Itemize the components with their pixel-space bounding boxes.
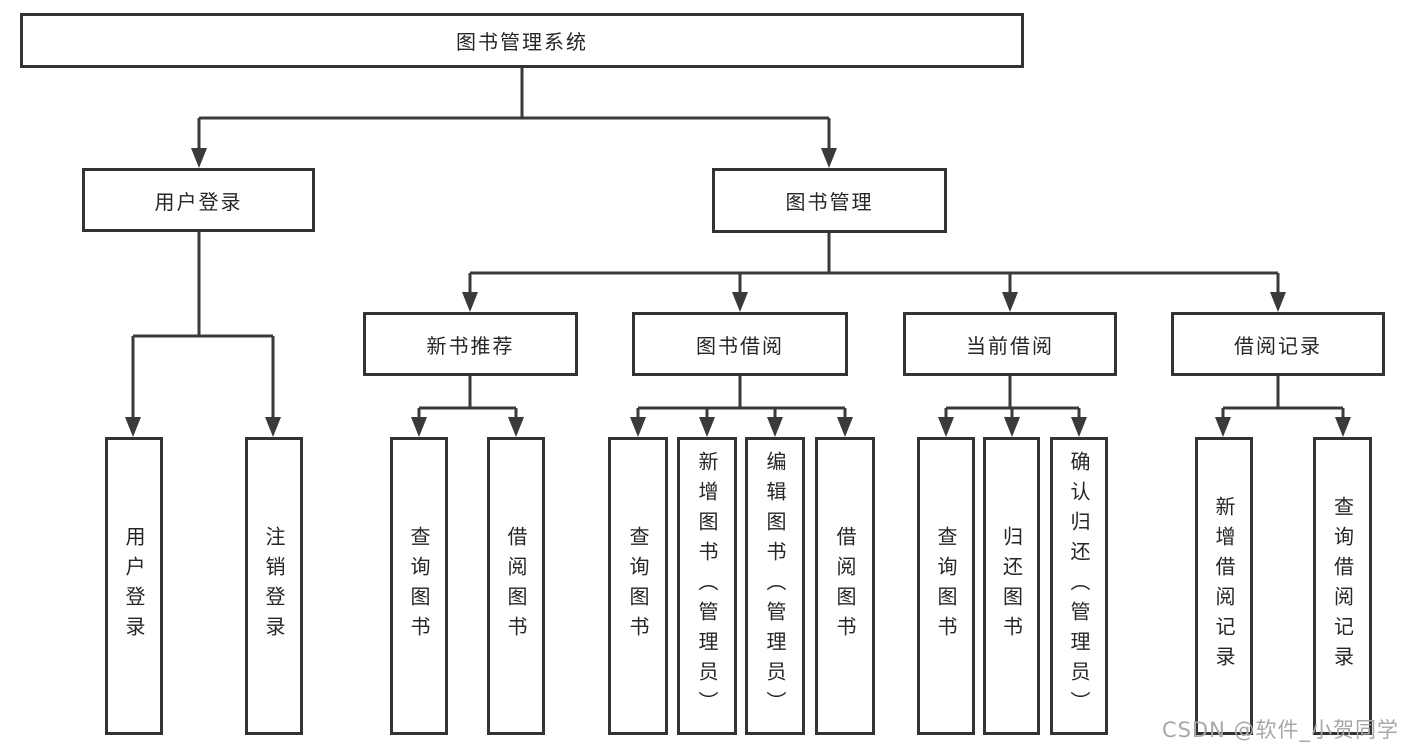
leaf-user-login: 用户登录 bbox=[105, 437, 163, 735]
node-current-borrowing-label: 当前借阅 bbox=[966, 333, 1054, 358]
leaf-recommend-query-books: 查询图书 bbox=[390, 437, 448, 735]
leaf-borrowing-edit-books-admin-label: 编辑图书（管理员） bbox=[763, 451, 787, 721]
leaf-recommend-borrow-books-label: 借阅图书 bbox=[504, 526, 528, 646]
node-new-book-recommend-label: 新书推荐 bbox=[426, 333, 515, 358]
leaf-records-query-record-label: 查询借阅记录 bbox=[1330, 496, 1355, 676]
node-borrowing-records: 借阅记录 bbox=[1171, 312, 1385, 376]
node-root-label: 图书管理系统 bbox=[456, 30, 588, 54]
leaf-borrowing-query-books: 查询图书 bbox=[608, 437, 668, 735]
node-book-borrowing: 图书借阅 bbox=[632, 312, 848, 376]
node-root: 图书管理系统 bbox=[20, 13, 1024, 68]
node-current-borrowing: 当前借阅 bbox=[903, 312, 1117, 376]
leaf-borrowing-borrow-books-label: 借阅图书 bbox=[833, 526, 857, 646]
leaf-current-query-books: 查询图书 bbox=[917, 437, 975, 735]
leaf-records-query-record: 查询借阅记录 bbox=[1313, 437, 1372, 735]
leaf-borrowing-add-books-admin-label: 新增图书（管理员） bbox=[695, 451, 719, 721]
leaf-logout-label: 注销登录 bbox=[262, 526, 286, 646]
leaf-borrowing-query-books-label: 查询图书 bbox=[626, 526, 650, 646]
leaf-logout: 注销登录 bbox=[245, 437, 303, 735]
leaf-recommend-query-books-label: 查询图书 bbox=[407, 526, 431, 646]
node-book-management-label: 图书管理 bbox=[785, 190, 874, 214]
leaf-current-confirm-return-admin-label: 确认归还（管理员） bbox=[1067, 451, 1091, 721]
leaf-user-login-label: 用户登录 bbox=[122, 526, 146, 646]
node-user-login: 用户登录 bbox=[82, 168, 315, 232]
arrowheads bbox=[125, 148, 1351, 437]
leaf-current-return-books: 归还图书 bbox=[983, 437, 1040, 735]
leaf-current-query-books-label: 查询图书 bbox=[934, 526, 958, 646]
leaf-borrowing-edit-books-admin: 编辑图书（管理员） bbox=[745, 437, 805, 735]
leaf-borrowing-borrow-books: 借阅图书 bbox=[815, 437, 875, 735]
node-new-book-recommend: 新书推荐 bbox=[363, 312, 578, 376]
leaf-current-confirm-return-admin: 确认归还（管理员） bbox=[1050, 437, 1108, 735]
node-borrowing-records-label: 借阅记录 bbox=[1234, 333, 1322, 358]
watermark: CSDN @软件_小贺同学 bbox=[1161, 718, 1399, 742]
leaf-recommend-borrow-books: 借阅图书 bbox=[487, 437, 545, 735]
leaf-current-return-books-label: 归还图书 bbox=[999, 526, 1024, 646]
node-user-login-label: 用户登录 bbox=[154, 189, 243, 214]
node-book-management: 图书管理 bbox=[712, 168, 947, 233]
node-book-borrowing-label: 图书借阅 bbox=[696, 333, 784, 358]
leaf-records-add-record-label: 新增借阅记录 bbox=[1212, 496, 1236, 676]
leaf-records-add-record: 新增借阅记录 bbox=[1195, 437, 1253, 735]
leaf-borrowing-add-books-admin: 新增图书（管理员） bbox=[677, 437, 737, 735]
